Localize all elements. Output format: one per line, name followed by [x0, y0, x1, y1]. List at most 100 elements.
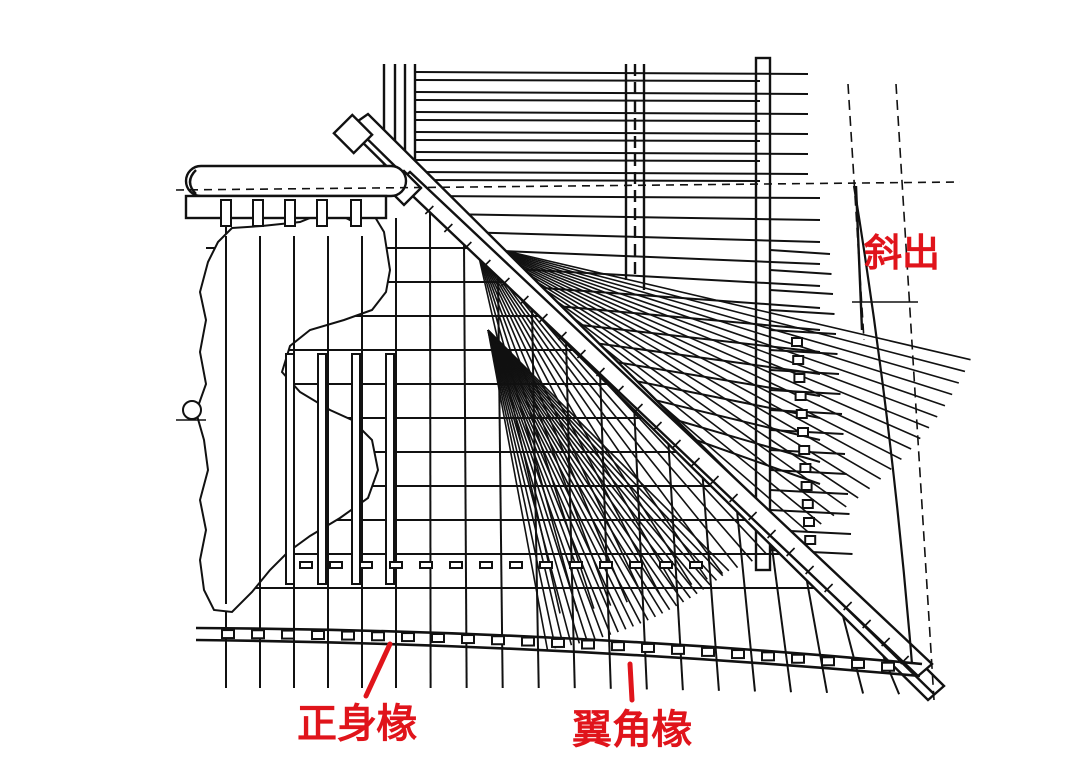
upper-rafter-line: [414, 99, 761, 102]
hip-tick: [538, 313, 548, 323]
fan-rafter-line: [487, 329, 642, 624]
hip-tick: [424, 205, 434, 215]
eave-block: [221, 629, 235, 640]
post-tooth: [795, 409, 808, 419]
rafter-line: [463, 242, 468, 689]
post-tooth: [794, 391, 807, 401]
side-rafter-line: [572, 339, 821, 375]
hip-tick: [709, 475, 720, 485]
eave-block: [821, 656, 835, 667]
fan-rafter-line: [475, 243, 902, 460]
hip-tick: [481, 259, 491, 269]
eave-block: [761, 651, 775, 662]
fan-rafter-line: [487, 329, 730, 572]
hip-tick: [519, 295, 529, 305]
post-tooth: [791, 337, 803, 347]
hip-tick: [881, 637, 891, 647]
rafter-line: [565, 339, 576, 689]
post-tooth: [798, 445, 811, 455]
fan-rafter-line: [487, 329, 678, 607]
eave-block: [701, 646, 715, 657]
zhengshen-rafter-label: 正身椽: [293, 702, 421, 746]
fan-rafter-line: [487, 329, 549, 650]
eave-block: [731, 649, 745, 660]
fan-rafter-line: [487, 329, 691, 599]
xiechu-label: 斜出: [864, 231, 941, 275]
fan-rafter-line: [487, 329, 612, 635]
hip-tick: [595, 367, 606, 377]
lower-posts: [285, 353, 703, 585]
right-post-teeth: [791, 337, 817, 545]
upper-rafter-line: [414, 111, 809, 115]
side-rafter-line: [496, 267, 821, 287]
rafter-line: [735, 500, 756, 692]
hip-tick: [747, 511, 758, 521]
row-block: [659, 561, 673, 569]
fan-rafter-line: [487, 329, 557, 649]
row-block: [449, 561, 463, 569]
fan-rafter-line: [475, 243, 946, 407]
fan-rafter-line: [487, 329, 604, 638]
row-block: [689, 561, 703, 569]
side-rafter-line: [629, 393, 821, 441]
hip-tick: [805, 565, 815, 575]
fan-rafter-line: [487, 329, 565, 647]
post-tooth: [793, 373, 806, 383]
fan-rafter-line: [487, 329, 596, 640]
eave-block: [431, 633, 445, 643]
fan-rafter-line: [475, 243, 912, 450]
post-tooth: [799, 463, 812, 473]
eave-block: [521, 636, 535, 647]
rafter-end-line: [769, 329, 837, 335]
row-block: [419, 561, 433, 569]
fan-rafter-line: [475, 243, 960, 384]
upper-rafter-line: [414, 79, 761, 82]
rafter-end-line: [769, 349, 838, 355]
row-block: [389, 561, 403, 569]
row-block: [359, 561, 373, 569]
eave-block: [641, 642, 655, 653]
fan-rafter-line: [475, 243, 892, 471]
fan-rafter-line: [487, 329, 705, 590]
row-block: [479, 561, 493, 569]
rafter-end-line: [769, 269, 832, 275]
row-block: [329, 561, 343, 569]
fan-rafter-line: [487, 329, 588, 642]
rafter-end-line: [769, 249, 831, 255]
rafter-end-line: [769, 509, 850, 515]
row-block: [299, 561, 313, 569]
rafter-line: [803, 564, 829, 694]
hip-tick: [690, 457, 701, 467]
hip-tick: [576, 349, 587, 359]
upper-rafter-line: [414, 131, 809, 135]
post-tooth: [800, 481, 813, 491]
hip-tick: [614, 385, 625, 395]
upper-rafter-line: [414, 119, 761, 122]
upper-rafter-line: [414, 171, 809, 175]
hip-tick: [843, 601, 853, 611]
stud: [316, 199, 328, 227]
hip-tick: [786, 547, 796, 557]
eave-block: [581, 639, 595, 650]
stud: [252, 199, 264, 227]
upper-rafters: [414, 71, 821, 485]
side-rafter-line: [420, 195, 821, 199]
rafter-line: [429, 210, 432, 689]
eave-block: [491, 635, 505, 646]
fan-rafter-line: [487, 329, 581, 644]
row-block: [569, 561, 583, 569]
eave-block: [281, 629, 295, 640]
fan-rafter-line: [475, 243, 724, 575]
hip-tick: [500, 277, 510, 287]
eave-block: [611, 641, 625, 652]
fan-rafter-line: [487, 329, 657, 618]
upper-rafter-line: [414, 71, 809, 75]
eave-block: [251, 629, 265, 640]
post: [351, 353, 361, 585]
fan-rafter-line: [487, 329, 627, 630]
post-tooth: [797, 427, 809, 437]
upper-rafter-line: [414, 91, 809, 95]
eave-blocks: [221, 629, 895, 672]
projection-guides: [175, 83, 961, 701]
eave-block: [791, 653, 805, 664]
